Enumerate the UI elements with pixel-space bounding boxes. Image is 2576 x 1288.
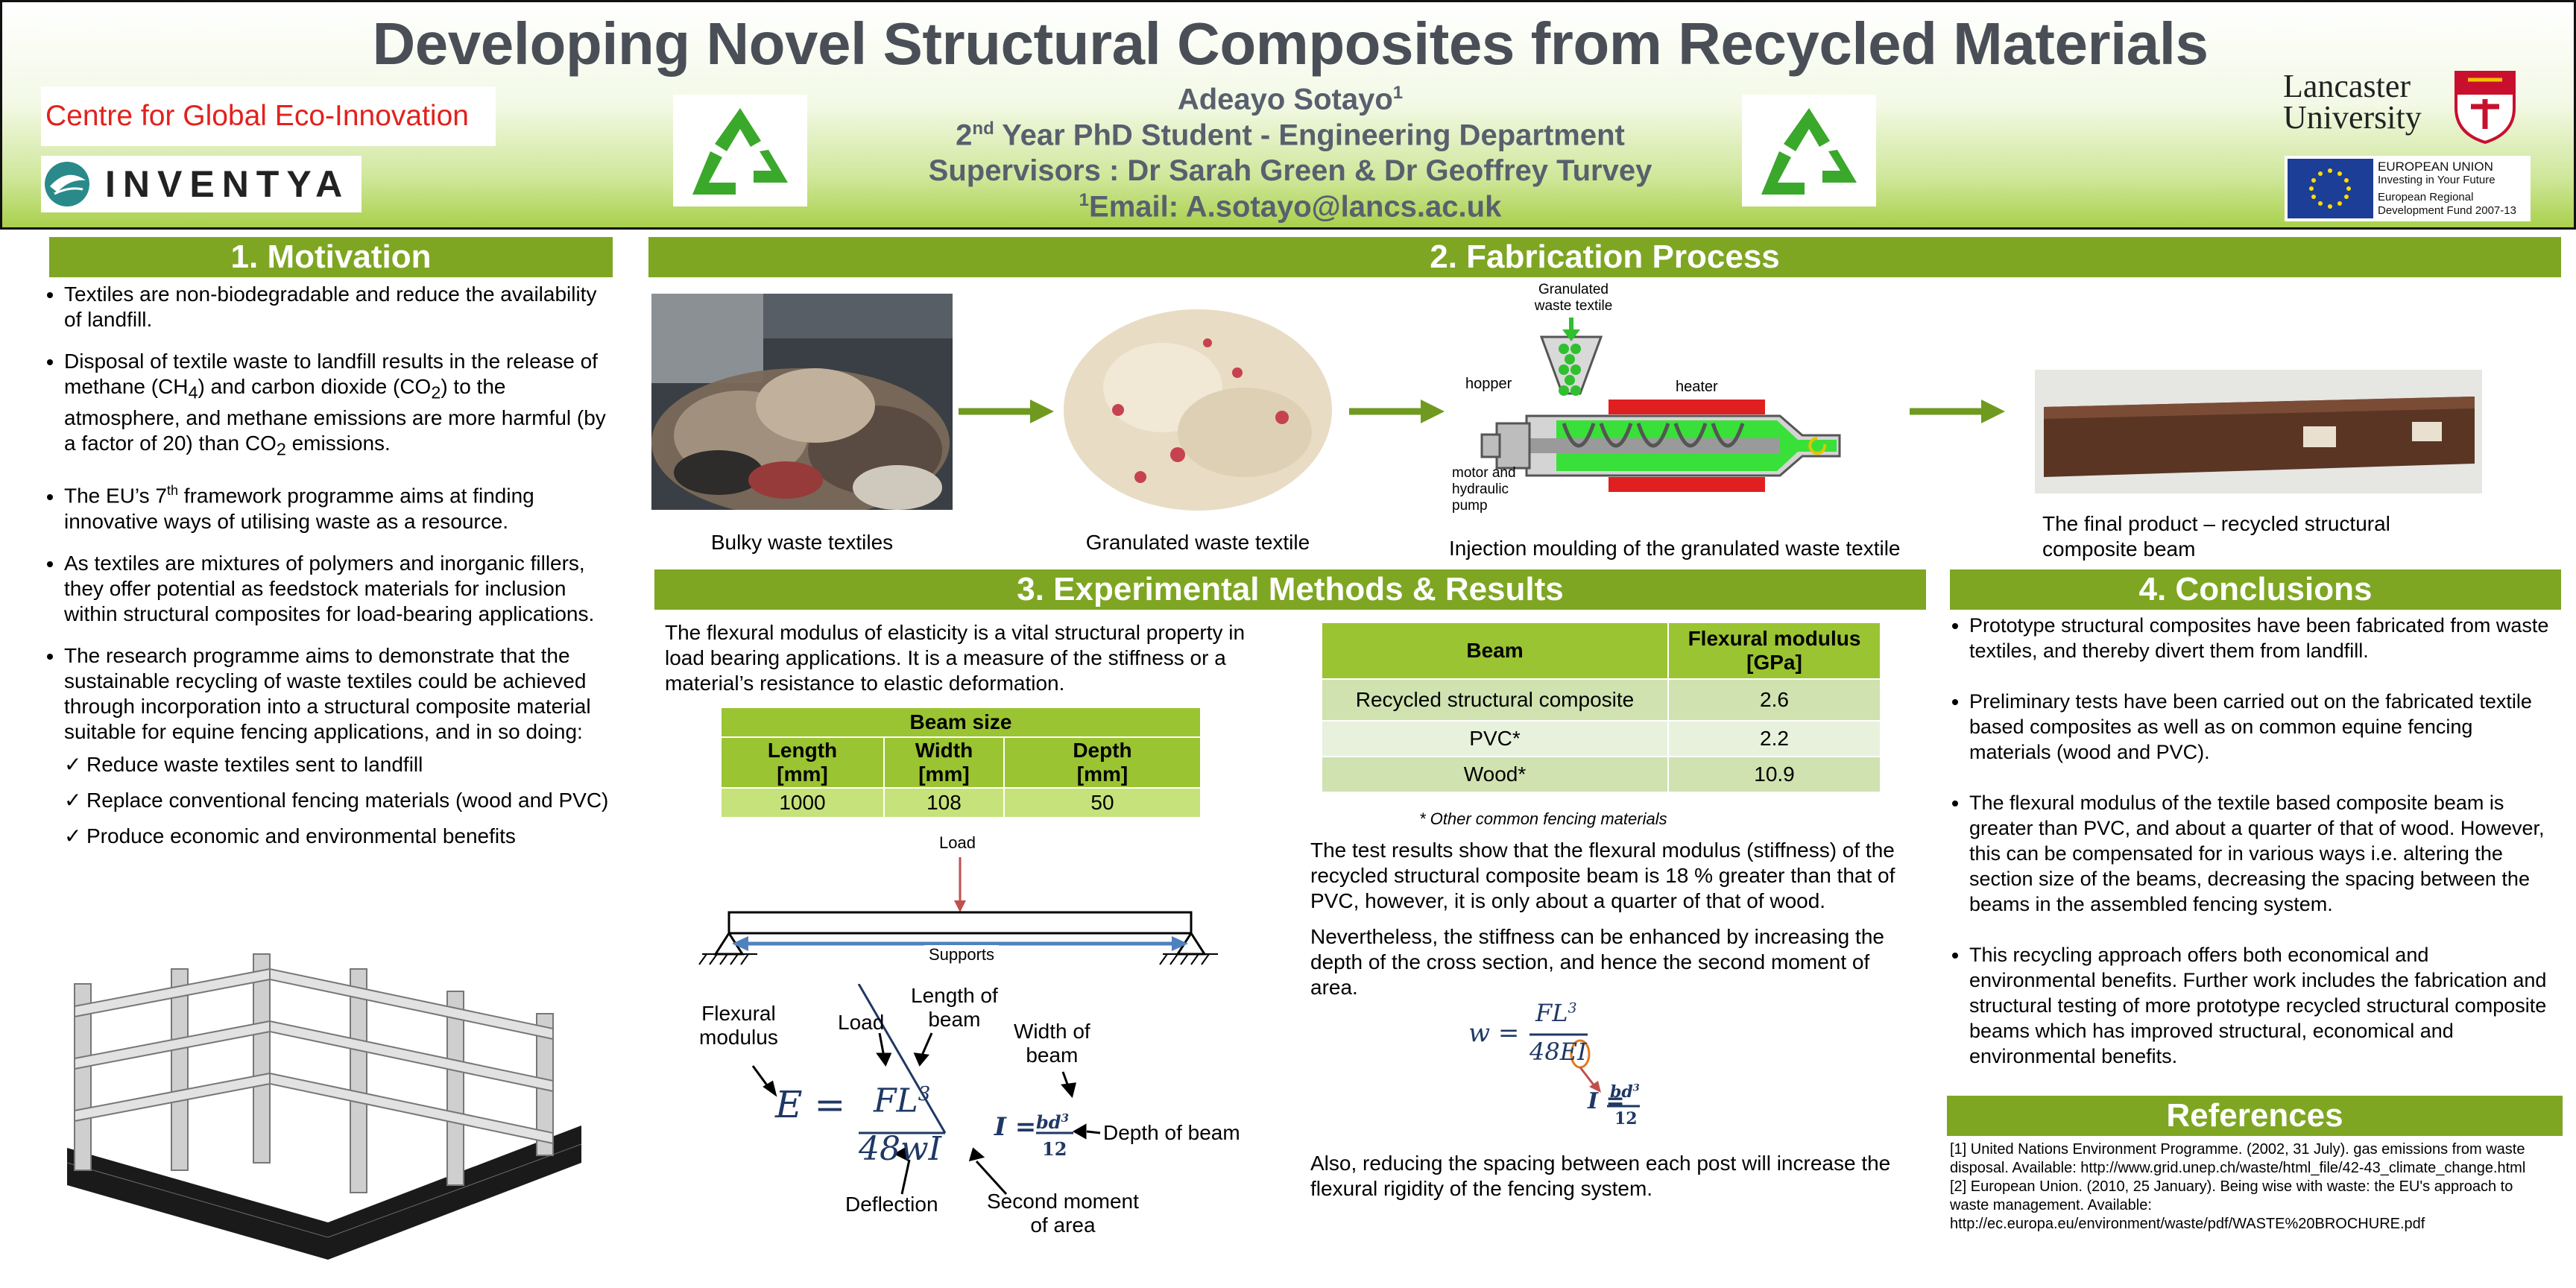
eu-flag-icon: [2288, 159, 2373, 218]
composite-beam-photo: [2035, 370, 2482, 493]
references-heading: References: [1947, 1096, 2563, 1136]
check-item: Reduce waste textiles sent to landfill: [64, 752, 613, 777]
methods-intro: The flexural modulus of elasticity is a …: [665, 621, 1246, 695]
table-note: * Other common fencing materials: [1419, 809, 1667, 828]
role-line: 2nd Year PhD Student - Engineering Depar…: [956, 119, 1625, 152]
fabrication-heading: 2. Fabrication Process: [648, 237, 2561, 277]
motivation-heading: 1. Motivation: [49, 237, 613, 277]
flexural-results-table: Beam Flexural modulus[GPa] Recycled stru…: [1321, 622, 1881, 793]
conclusion-bullet: Prototype structural composites have bee…: [1969, 613, 2555, 663]
granulated-textile-photo: [1058, 298, 1337, 514]
supports-label: Supports: [924, 945, 999, 965]
motivation-bullet: As textiles are mixtures of polymers and…: [64, 551, 613, 627]
eu-logo: EUROPEAN UNION Investing in Your Future …: [2285, 156, 2531, 221]
conclusion-bullet: Preliminary tests have been carried out …: [1969, 689, 2555, 765]
conclusions-heading: 4. Conclusions: [1950, 569, 2561, 610]
fence-illustration: [66, 953, 582, 1260]
table-row: Recycled structural composite 2.6: [1321, 678, 1881, 722]
caption-injection-moulding: Injection moulding of the granulated was…: [1449, 537, 1901, 560]
check-item: Produce economic and environmental benef…: [64, 824, 613, 849]
conclusion-bullet: The flexural modulus of the textile base…: [1969, 790, 2555, 917]
poster-title: Developing Novel Structural Composites f…: [372, 10, 2209, 77]
results-paragraph-1: The test results show that the flexural …: [1310, 839, 1895, 912]
beam-load-diagram: Load Supports: [686, 827, 1237, 976]
supervisors-line: Supervisors : Dr Sarah Green & Dr Geoffr…: [928, 154, 1652, 187]
results-paragraph-2: Nevertheless, the stiffness can be enhan…: [1310, 925, 1884, 999]
references-list: [1] United Nations Environment Programme…: [1950, 1140, 2552, 1234]
load-label: Load: [939, 833, 976, 852]
poster-header: Developing Novel Structural Composites f…: [0, 0, 2576, 230]
injection-moulding-diagram: Granulated waste textile hopper heater m…: [1452, 282, 1892, 528]
table-row: PVC* 2.2: [1321, 720, 1881, 757]
cgei-logo: Centre for Global Eco-Innovation: [41, 86, 496, 146]
methods-heading: 3. Experimental Methods & Results: [654, 569, 1926, 610]
process-arrow-2: [1349, 400, 1445, 423]
reference-item: [2] European Union. (2010, 25 January). …: [1950, 1178, 2513, 1232]
process-arrow-1: [959, 400, 1054, 423]
deflection-equation: w = FL3 48EI I = bd3 12: [1468, 999, 1640, 1128]
inventya-logo: INVENTYA: [41, 156, 362, 212]
process-arrow-3: [1910, 400, 2005, 423]
conclusion-bullet: This recycling approach offers both econ…: [1969, 942, 2555, 1069]
motivation-checklist: Reduce waste textiles sent to landfill R…: [64, 752, 613, 849]
caption-granulated-textile: Granulated waste textile: [1085, 531, 1310, 554]
bulky-waste-textiles-photo: [651, 294, 953, 510]
caption-bulky-textiles: Bulky waste textiles: [710, 531, 894, 554]
lancaster-university-logo: Lancaster University: [2283, 68, 2522, 150]
motivation-bullet: Disposal of textile waste to landfill re…: [64, 349, 613, 461]
motivation-bullet: The research programme aims to demonstra…: [64, 643, 613, 849]
motivation-bullet: Textiles are non-biodegradable and reduc…: [64, 282, 613, 332]
conclusions-body: Prototype structural composites have bee…: [1944, 613, 2555, 1085]
beam-size-table: Beam size Length[mm] Width[mm] Depth[mm]…: [720, 707, 1202, 818]
lancaster-crest-icon: [2455, 71, 2516, 144]
author-line: Adeayo Sotayo1: [1177, 83, 1404, 116]
motivation-bullet: The EU’s 7th framework programme aims at…: [64, 478, 613, 534]
caption-final-product: The final product – recycled structural …: [2042, 512, 2390, 561]
motivation-body: Textiles are non-biodegradable and reduc…: [39, 282, 613, 865]
email-line: 1Email: A.sotayo@lancs.ac.uk: [1079, 190, 1502, 224]
reference-item: [1] United Nations Environment Programme…: [1950, 1141, 2526, 1176]
recycle-icon-right: [1742, 95, 1876, 206]
table-row: Wood* 10.9: [1321, 756, 1881, 793]
results-paragraph-3: Also, reducing the spacing between each …: [1310, 1152, 1891, 1200]
check-item: Replace conventional fencing materials (…: [64, 788, 613, 813]
recycle-icon-left: [673, 95, 807, 206]
inventya-bird-icon: [45, 162, 89, 206]
